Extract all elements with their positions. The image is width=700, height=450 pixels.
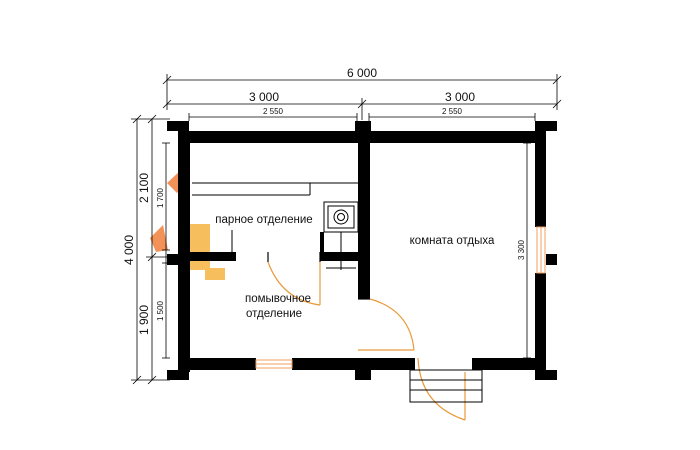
dim-rest-inner: 3 300 bbox=[517, 239, 526, 260]
walls bbox=[167, 121, 557, 380]
dim-total-width: 6 000 bbox=[347, 66, 377, 80]
dim-left-width: 3 000 bbox=[249, 90, 279, 104]
dim-right-width: 3 000 bbox=[445, 90, 475, 104]
dimension-lines bbox=[131, 74, 562, 385]
steam-room-bench bbox=[192, 182, 358, 252]
dim-lower-height: 1 900 bbox=[137, 305, 151, 335]
dim-steam-inner: 1 700 bbox=[156, 187, 165, 208]
room-label-wash-2: отделение bbox=[246, 308, 302, 320]
dim-left-inner: 2 550 bbox=[263, 107, 284, 116]
entrance-steps bbox=[409, 369, 483, 403]
dim-total-height: 4 000 bbox=[122, 235, 136, 265]
room-label-wash-1: помывочное bbox=[245, 293, 311, 305]
room-label-steam: парное отделение bbox=[215, 214, 312, 226]
dim-wash-inner: 1 500 bbox=[156, 300, 165, 321]
room-label-rest: комната отдыха bbox=[410, 235, 495, 247]
windows bbox=[255, 226, 546, 369]
stove-icon bbox=[323, 201, 359, 270]
dim-upper-height: 2 100 bbox=[137, 173, 151, 203]
dim-right-inner: 2 550 bbox=[442, 107, 463, 116]
